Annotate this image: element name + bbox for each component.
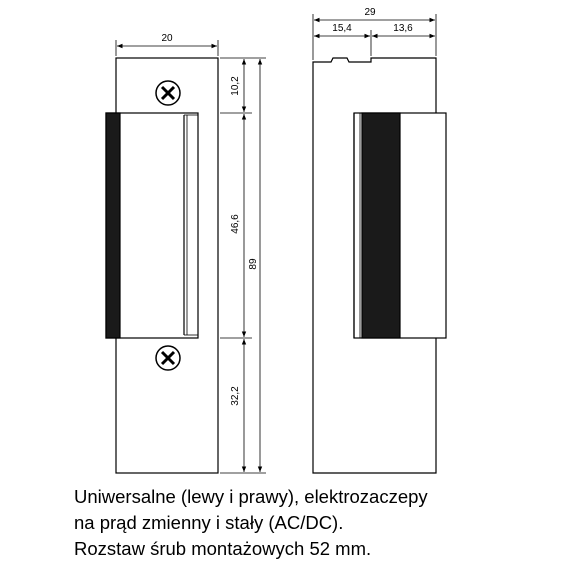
dim-bottom-offset-label: 32,2 bbox=[230, 386, 241, 406]
dim-side-total-label: 29 bbox=[364, 7, 376, 18]
latch-housing bbox=[105, 112, 199, 339]
front-view bbox=[105, 57, 219, 474]
dim-side-widths bbox=[312, 14, 437, 60]
bottom-screw-icon bbox=[155, 345, 181, 371]
top-screw-icon bbox=[155, 80, 181, 106]
dim-middle-height-label: 46,6 bbox=[230, 214, 241, 234]
dim-front-width bbox=[115, 40, 219, 56]
dim-side-left-label: 15,4 bbox=[332, 23, 352, 34]
technical-drawing: 20 10,2 46,6 89 32,2 bbox=[105, 7, 447, 474]
caption: Uniwersalne (lewy i prawy), elektrozacze… bbox=[74, 484, 554, 562]
caption-line-3: Rozstaw śrub montażowych 52 mm. bbox=[74, 538, 372, 559]
dim-front-width-label: 20 bbox=[161, 33, 173, 44]
caption-line-1: Uniwersalne (lewy i prawy), elektrozacze… bbox=[74, 486, 428, 507]
side-view bbox=[312, 57, 447, 474]
side-latch-dark bbox=[361, 112, 401, 339]
latch-dark-edge bbox=[105, 112, 121, 339]
dim-top-offset-label: 10,2 bbox=[230, 76, 241, 96]
dim-side-right-label: 13,6 bbox=[393, 23, 413, 34]
caption-line-2: na prąd zmienny i stały (AC/DC). bbox=[74, 512, 344, 533]
dim-total-height-label: 89 bbox=[248, 258, 259, 270]
dim-front-verticals bbox=[220, 57, 266, 474]
